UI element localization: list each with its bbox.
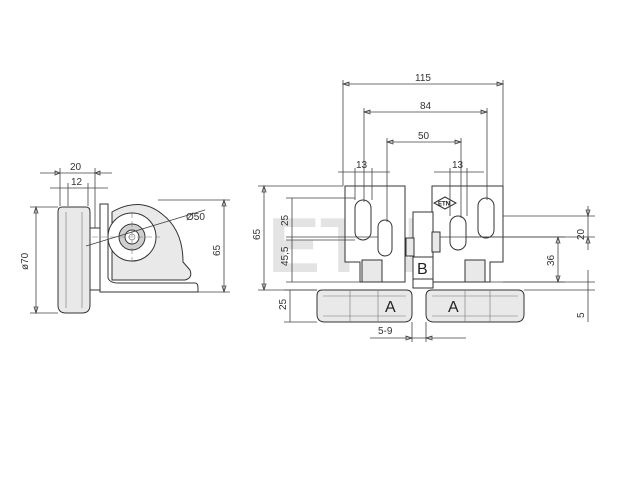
svg-text:65: 65	[252, 228, 263, 240]
dim-front-5: 5	[503, 270, 595, 322]
wheel-left-label: A	[385, 299, 396, 316]
wheel-right-label: A	[448, 299, 459, 316]
label-b-box	[412, 256, 434, 280]
side-view: 20 12 ø70 Ø50 65	[20, 162, 230, 315]
slot-right-2	[477, 197, 495, 239]
dim-front-5-9: 5-9	[370, 322, 466, 342]
svg-text:20: 20	[70, 162, 82, 173]
svg-text:ETN: ETN	[438, 202, 450, 208]
center-plate-nut	[431, 231, 441, 253]
front-view: ETN B A A 115 84	[252, 73, 595, 342]
side-wheel	[57, 206, 91, 314]
stud-left	[361, 259, 383, 283]
slot-right-1	[449, 215, 467, 251]
svg-text:50: 50	[418, 131, 430, 142]
svg-text:5: 5	[576, 312, 587, 318]
stud-right	[464, 259, 486, 283]
slot-left-1	[354, 199, 372, 241]
svg-text:ø70: ø70	[20, 252, 31, 270]
dim-side-dia50: Ø50	[85, 209, 205, 247]
svg-text:13: 13	[452, 160, 464, 171]
label-b: B	[417, 261, 428, 278]
dim-side-12: 12	[50, 177, 108, 206]
wheel-right: A	[425, 289, 525, 323]
dim-side-65: 65	[158, 198, 230, 294]
wheel-left: A	[316, 289, 413, 323]
svg-text:12: 12	[71, 177, 83, 188]
svg-text:25: 25	[280, 214, 291, 226]
svg-text:Ø50: Ø50	[186, 212, 205, 223]
dim-front-84: 84	[362, 101, 489, 202]
center-plate-block	[405, 237, 415, 257]
side-bracket	[99, 203, 199, 293]
dim-front-13-left: 13	[338, 160, 390, 200]
dim-front-13-right: 13	[434, 160, 484, 216]
svg-text:5-9: 5-9	[378, 326, 393, 337]
svg-text:36: 36	[546, 254, 557, 266]
svg-text:20: 20	[576, 228, 587, 240]
dim-front-45-5: 45,5	[280, 236, 378, 283]
svg-text:25: 25	[278, 298, 289, 310]
dim-front-25-top: 25	[280, 197, 355, 241]
side-centerline	[92, 212, 160, 262]
svg-text:13: 13	[356, 160, 368, 171]
dim-front-25-bottom: 25	[278, 289, 317, 323]
etn-logo: ETN	[432, 196, 458, 210]
dim-side-dia70: ø70	[20, 205, 58, 315]
side-wheel-detail	[65, 212, 83, 308]
dim-side-20: 20	[40, 162, 112, 228]
slot-left-2	[377, 219, 393, 257]
svg-text:115: 115	[415, 73, 431, 84]
svg-text:65: 65	[212, 244, 223, 256]
svg-text:84: 84	[420, 101, 432, 112]
svg-text:45,5: 45,5	[280, 246, 291, 266]
dim-front-115: 115	[341, 73, 505, 186]
dim-front-50: 50	[385, 131, 463, 222]
